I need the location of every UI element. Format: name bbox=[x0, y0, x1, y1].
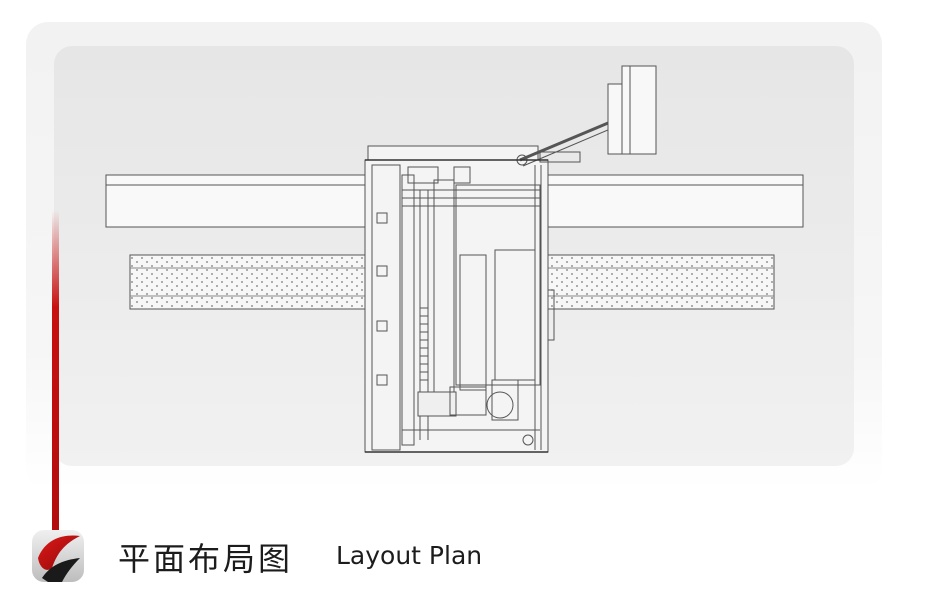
caption-title-english: Layout Plan bbox=[336, 541, 483, 570]
brand-swoosh-icon bbox=[32, 530, 84, 582]
caption-title-chinese: 平面布局图 bbox=[118, 540, 294, 578]
accent-red-line bbox=[52, 210, 59, 535]
